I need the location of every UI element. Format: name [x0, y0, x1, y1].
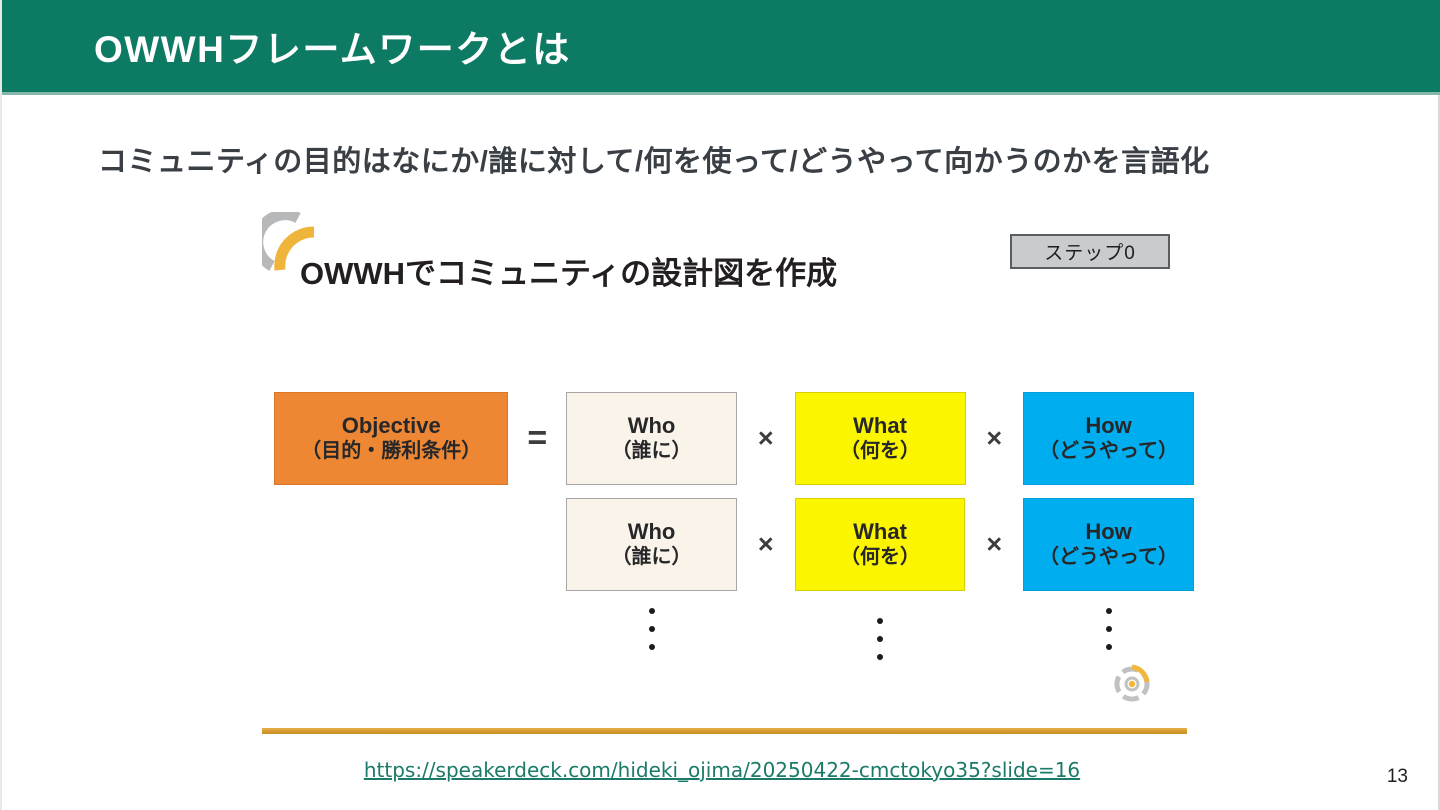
embedded-slide-figure: OWWHでコミュニティの設計図を作成 ステップ0 Objective （目的・勝… [252, 200, 1195, 745]
formula-row: Objective （目的・勝利条件） = Who （誰に） × What （何… [274, 390, 1195, 486]
who-label-jp: （誰に） [611, 546, 692, 569]
slide-header: OWWHフレームワークとは [2, 0, 1440, 95]
multiply-operator: × [757, 422, 774, 453]
ellipsis-dot [877, 636, 884, 642]
ellipsis-dot [877, 654, 884, 660]
objective-label-jp: （目的・勝利条件） [301, 440, 482, 463]
step-badge: ステップ0 [1010, 234, 1170, 269]
objective-box: Objective （目的・勝利条件） [274, 391, 509, 485]
equals-operator: = [527, 418, 548, 457]
embedded-heading: OWWHでコミュニティの設計図を作成 [300, 256, 838, 291]
how-label-en: How [1085, 518, 1132, 544]
who-label-en: Who [627, 412, 676, 438]
page-number: 13 [1386, 766, 1408, 787]
who-box-row2: Who （誰に） [566, 497, 737, 591]
amber-divider [262, 728, 1187, 734]
page-title: OWWHフレームワークとは [94, 29, 571, 70]
owwh-formula: Objective （目的・勝利条件） = Who （誰に） × What （何… [274, 390, 1195, 592]
ellipsis-dot [1105, 626, 1112, 632]
what-label-jp: （何を） [840, 440, 921, 463]
what-box-row1: What （何を） [794, 391, 966, 485]
who-dots-column [566, 600, 737, 650]
what-box-row2: What （何を） [794, 497, 966, 591]
ellipsis-dot [877, 618, 884, 624]
multiply-operator: × [986, 528, 1003, 559]
what-label-en: What [853, 412, 907, 438]
how-label-jp: （どうやって） [1039, 440, 1179, 463]
ellipsis-dot [648, 644, 655, 650]
source-link-container: https://speakerdeck.com/hideki_ojima/202… [2, 758, 1440, 782]
continuation-dots [274, 600, 1194, 660]
what-dots-column [795, 600, 966, 660]
how-box-row2: How （どうやって） [1023, 497, 1194, 591]
who-label-en: Who [627, 518, 676, 544]
how-box-row1: How （どうやって） [1023, 391, 1195, 485]
how-dots-column [1023, 600, 1194, 650]
ellipsis-dot [1105, 608, 1112, 614]
multiply-operator: × [986, 422, 1003, 453]
who-label-jp: （誰に） [611, 440, 692, 463]
ellipsis-dot [648, 626, 655, 632]
slide-subtitle: コミュニティの目的はなにか/誰に対して/何を使って/どうやって向かうのかを言語化 [98, 146, 1210, 178]
multiply-operator: × [757, 528, 774, 559]
owwh-round-logo-icon [1114, 664, 1150, 702]
how-label-jp: （どうやって） [1039, 546, 1179, 569]
ellipsis-dot [1105, 644, 1112, 650]
what-label-en: What [853, 518, 907, 544]
formula-row: Who （誰に） × What （何を） × How （どうやって） [274, 496, 1194, 592]
source-link[interactable]: https://speakerdeck.com/hideki_ojima/202… [363, 758, 1081, 782]
who-box-row1: Who （誰に） [566, 391, 737, 485]
what-label-jp: （何を） [840, 546, 921, 569]
objective-label-en: Objective [341, 412, 441, 438]
owwh-arc-logo-icon [262, 212, 315, 271]
how-label-en: How [1085, 412, 1132, 438]
ellipsis-dot [648, 608, 655, 614]
